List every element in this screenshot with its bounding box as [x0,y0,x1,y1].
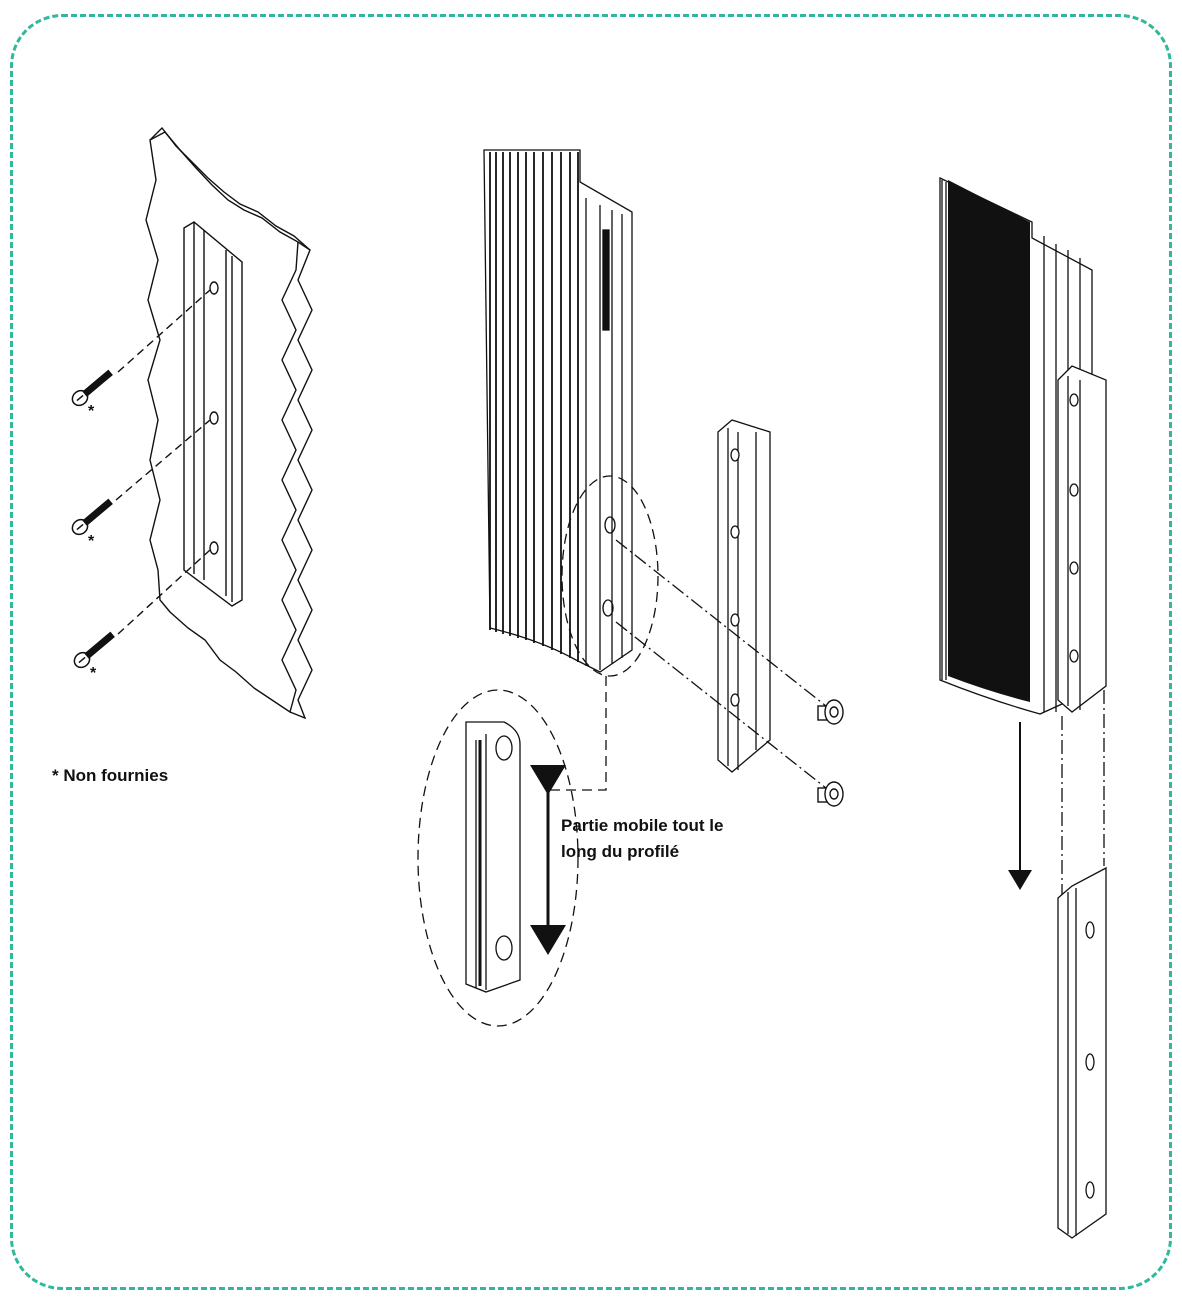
screw-asterisk-3: * [90,665,97,682]
step2-profile [483,149,659,791]
screw-asterisk-2: * [88,533,95,550]
mobile-part-caption: Partie mobile tout le long du profilé [561,813,781,865]
step3-bracket [1057,866,1107,1239]
mobile-caption-line1: Partie mobile tout le [561,816,724,835]
profile-ribs [489,152,579,662]
step1-wall-mount [115,126,313,720]
detail-bubble [417,689,579,1027]
screw-2 [71,498,113,536]
dashed-frame [10,14,1172,1290]
mobile-caption-line2: long du profilé [561,842,680,861]
bolt-1 [817,699,844,725]
bolt-2 [817,781,844,807]
screw-asterisk-1: * [88,403,95,420]
screw-1 [71,369,113,407]
wall-bracket [183,221,243,607]
profile-dark-face [948,180,1030,702]
screw-3 [73,631,115,669]
wall-edge [289,241,313,720]
step3-profile [939,176,1107,900]
step2-bracket [615,419,827,789]
not-supplied-note: * Non fournies [52,766,169,785]
